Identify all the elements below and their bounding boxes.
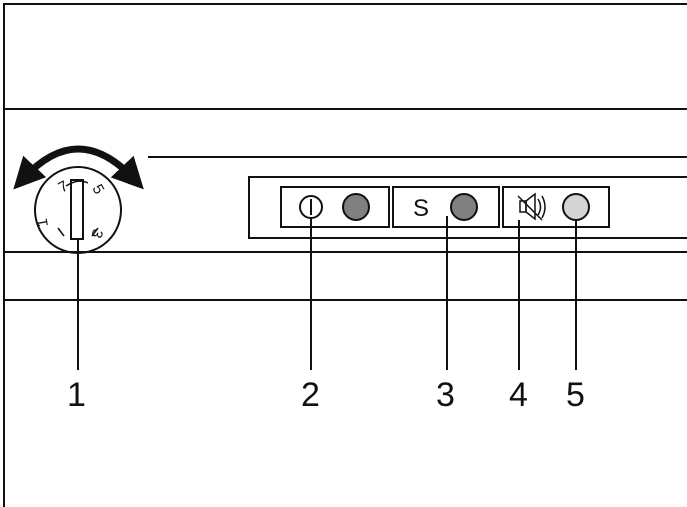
- dial-scale-arc-top: [65, 180, 89, 187]
- on-off-button-frame: [280, 186, 390, 228]
- control-strip: [248, 176, 687, 239]
- on-off-icon: [299, 195, 323, 219]
- dial-scale-tick-left: [57, 227, 65, 237]
- panel-outline: [3, 3, 687, 507]
- indicator-lamp-2: [450, 193, 478, 221]
- indicator-lamp-1: [342, 193, 370, 221]
- callout-label-5: 5: [566, 376, 585, 414]
- dial-mark-5: 5: [89, 182, 108, 198]
- dial-scale-tick-right: [91, 227, 99, 237]
- dial-mark-7: 7: [56, 178, 72, 197]
- callout-label-3: 3: [436, 376, 455, 414]
- super-button-label: S: [413, 195, 429, 222]
- callout-label-2: 2: [301, 376, 320, 414]
- dial-knob-slot: [70, 179, 84, 240]
- alarm-off-button-frame: [502, 186, 610, 228]
- on-off-button[interactable]: [280, 186, 390, 228]
- indicator-lamp-3: [562, 193, 590, 221]
- dial-mark-1: 1: [34, 217, 52, 228]
- alarm-off-button[interactable]: [502, 186, 610, 228]
- callout-label-4: 4: [509, 376, 528, 414]
- alarm-mute-icon: [517, 192, 546, 221]
- rotation-arrow-icon: [13, 145, 144, 190]
- callout-label-1: 1: [67, 376, 86, 414]
